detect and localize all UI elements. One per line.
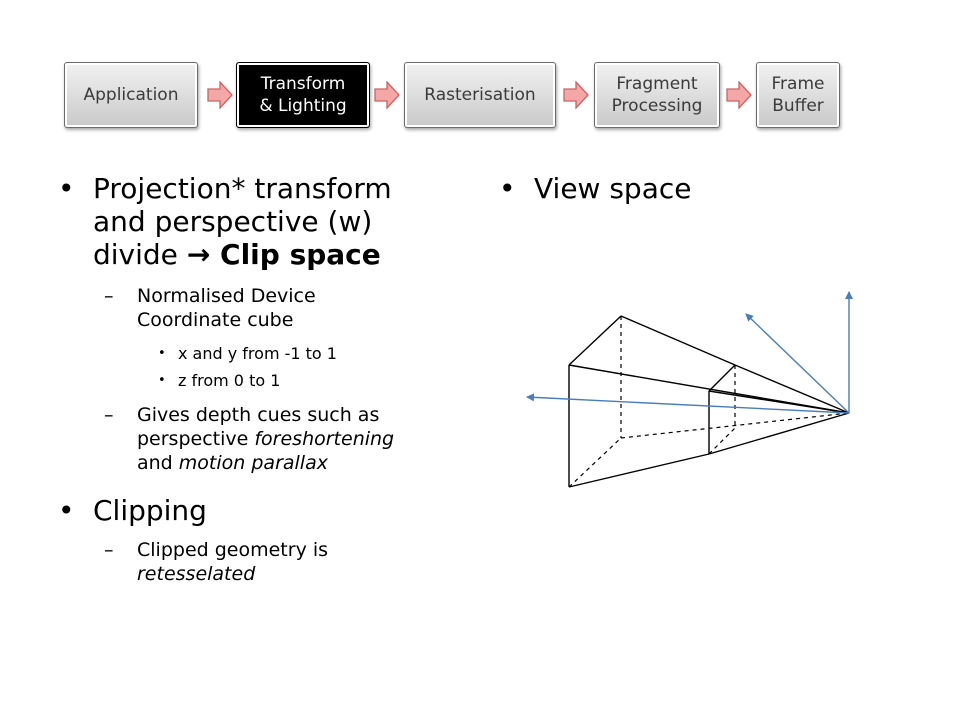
- xy-range: x and y from -1 to 1: [178, 344, 337, 363]
- frustum-edge: [568, 315, 622, 366]
- frustum-edge: [734, 364, 850, 414]
- frustum-edge: [708, 364, 736, 392]
- bullet: •: [158, 346, 166, 361]
- stage-rasterisation[interactable]: Rasterisation: [404, 62, 556, 128]
- frustum-hidden-edge: [708, 427, 736, 455]
- ndc-line-1: Normalised Device: [137, 285, 316, 307]
- stage-application[interactable]: Application: [64, 62, 198, 128]
- frustum-edge: [708, 412, 850, 455]
- stage-fragment-processing[interactable]: Fragment Processing: [594, 62, 720, 128]
- stage-label: Rasterisation: [424, 85, 536, 105]
- bullet: •: [499, 172, 516, 205]
- stage-label: Application: [83, 85, 179, 105]
- motion-parallax-text: motion parallax: [178, 452, 328, 474]
- depth-and-text: and: [137, 452, 179, 474]
- dash: –: [104, 539, 114, 561]
- frustum-hidden-edge: [568, 437, 622, 488]
- bullet: •: [158, 373, 166, 388]
- projection-line-2: and perspective (w): [93, 205, 373, 238]
- frustum-edge: [620, 315, 736, 366]
- axis-arrow-diagonal: [745, 313, 850, 414]
- stage-label: Fragment Processing: [611, 74, 703, 116]
- projection-line-1: Projection* transform: [93, 172, 392, 205]
- clipping-line-1: Clipped geometry is: [137, 539, 329, 561]
- frustum-edge: [708, 390, 850, 414]
- clipping-title: Clipping: [93, 494, 207, 527]
- view-space-title: View space: [534, 172, 692, 205]
- depth-line-2: perspective foreshortening: [137, 427, 394, 451]
- clipping-line-2: retesselated: [137, 563, 256, 585]
- clip-space-text: Clip space: [210, 238, 381, 271]
- frustum-hidden-edge: [620, 412, 850, 439]
- ndc-line-2: Coordinate cube: [137, 309, 294, 331]
- dash: –: [104, 404, 114, 426]
- frustum-edge: [568, 364, 850, 414]
- projection-line-3: divide → Clip space: [93, 238, 381, 271]
- stage-label: Frame Buffer: [771, 74, 825, 116]
- axis-arrow-left: [526, 393, 850, 414]
- depth-line-3: and motion parallax: [137, 451, 328, 475]
- stage-frame-buffer[interactable]: Frame Buffer: [756, 62, 840, 128]
- stage-transform-lighting[interactable]: Transform & Lighting: [236, 62, 370, 128]
- frustum-edge: [568, 453, 710, 488]
- stage-label: Transform & Lighting: [259, 74, 347, 116]
- z-range: z from 0 to 1: [178, 371, 281, 390]
- projection-divide-text: divide: [93, 238, 187, 271]
- depth-perspective-text: perspective: [137, 428, 255, 450]
- pipeline-arrow-icon: [207, 81, 233, 109]
- pipeline-arrow-icon: [374, 81, 400, 109]
- pipeline-arrow-icon: [726, 81, 752, 109]
- foreshortening-text: foreshortening: [254, 428, 395, 450]
- bullet: •: [58, 494, 75, 527]
- dash: –: [104, 285, 114, 307]
- pipeline-arrow-icon: [563, 81, 589, 109]
- bullet: •: [58, 172, 75, 205]
- arrow-right-icon: →: [186, 238, 211, 271]
- depth-line-1: Gives depth cues such as: [137, 404, 380, 426]
